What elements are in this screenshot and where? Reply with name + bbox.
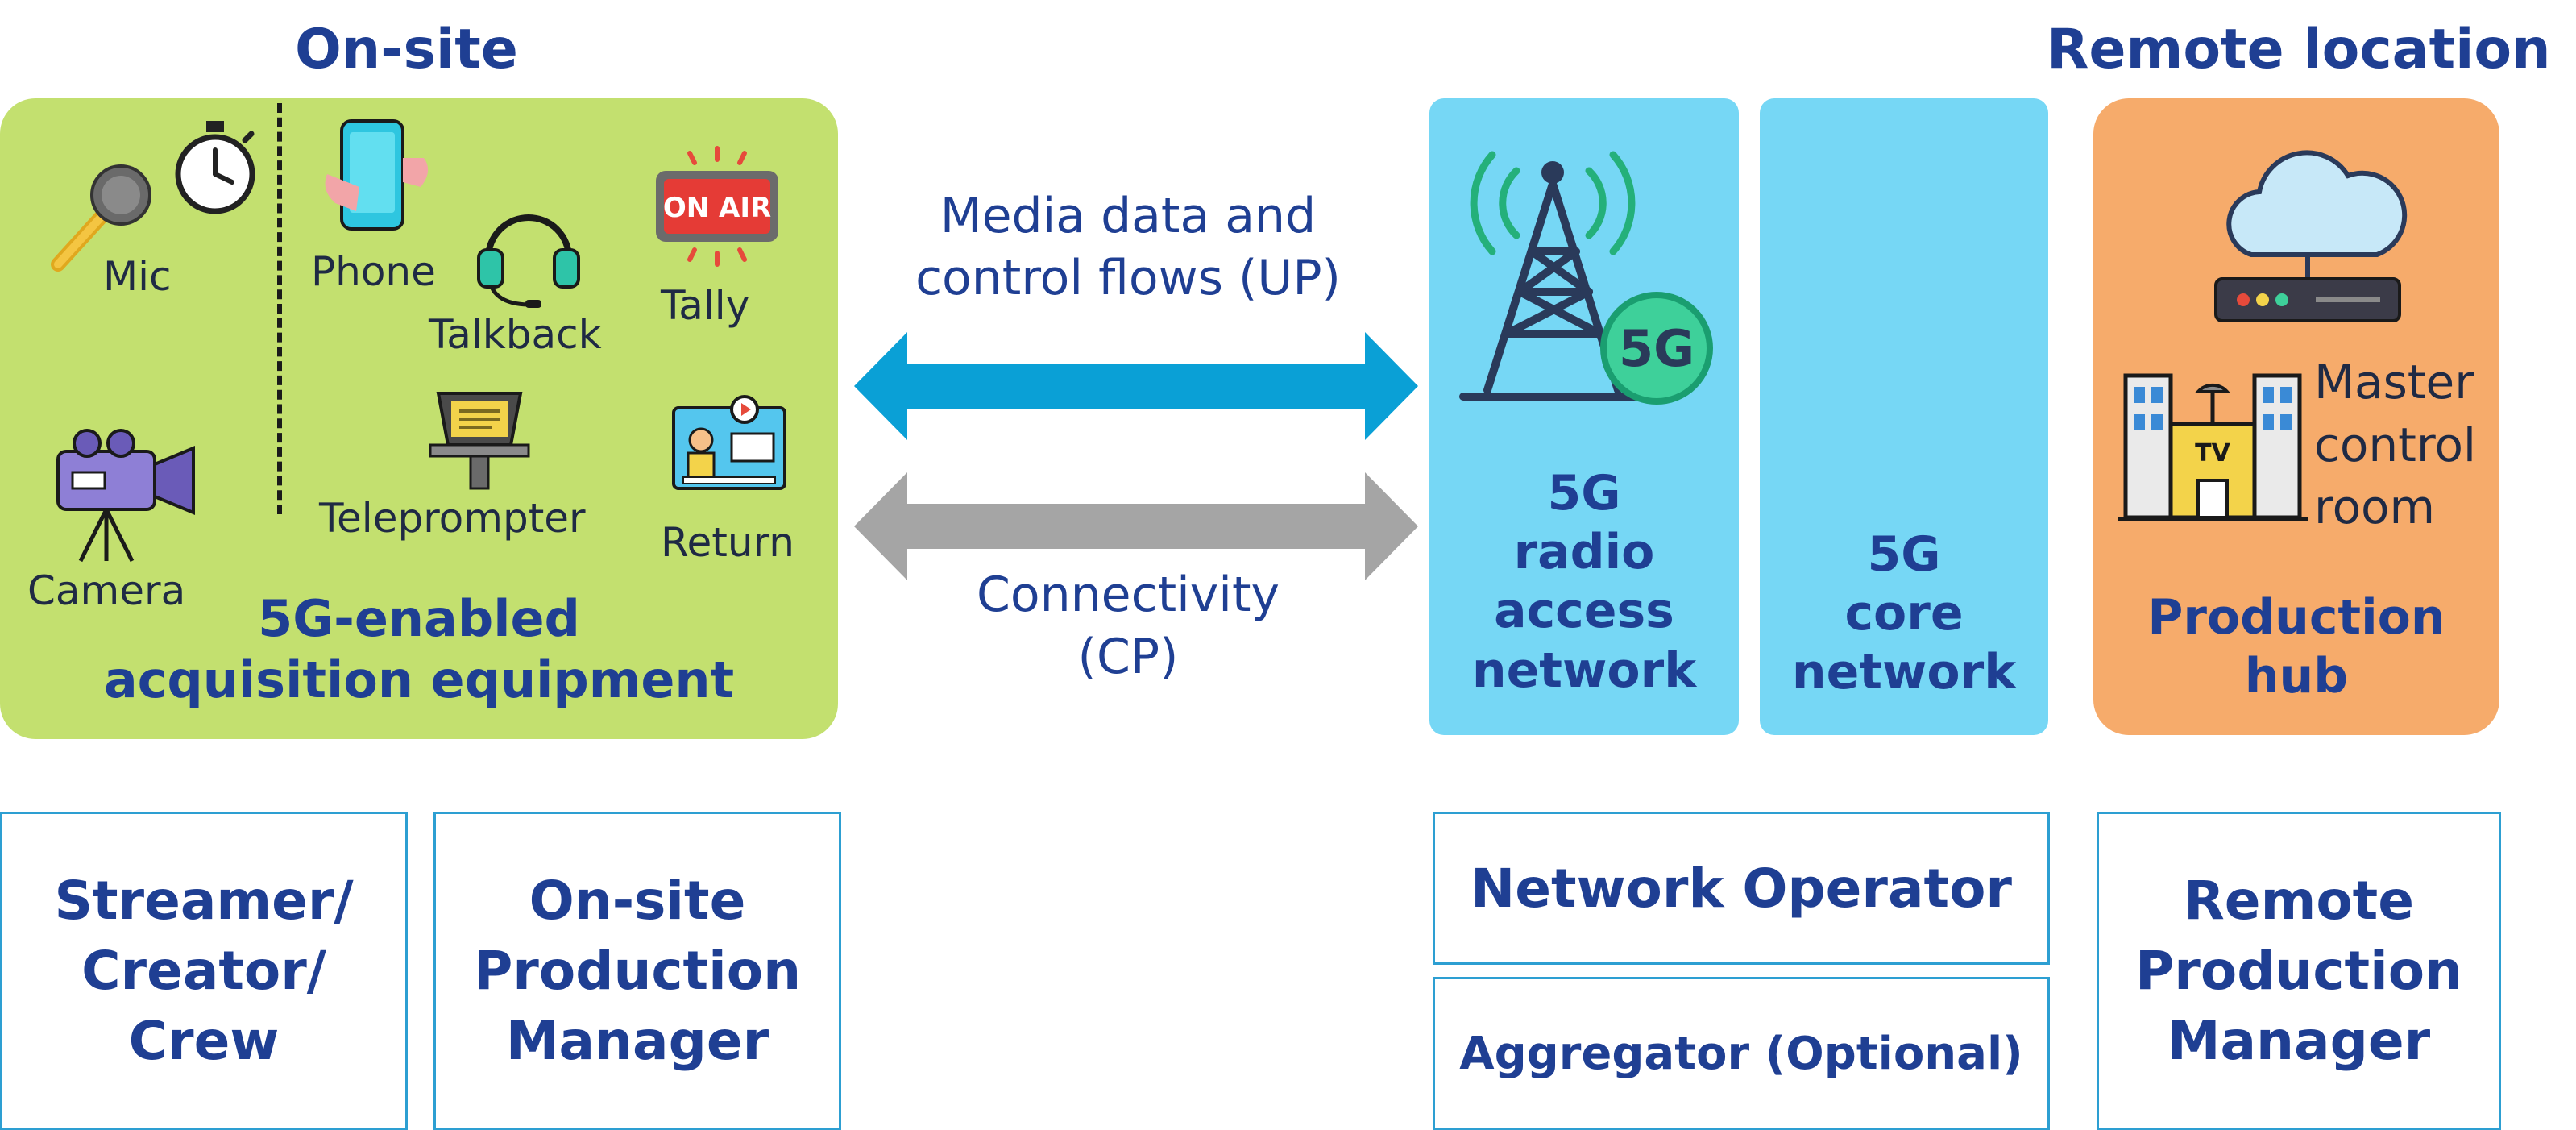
ran-panel (1429, 98, 1739, 735)
onsite-manager-line2: Production (473, 939, 802, 1002)
core-title-line1: 5G (1867, 526, 1941, 583)
equipment-title-line2: acquisition equipment (103, 650, 735, 709)
ran-title-line2: radio (1513, 524, 1655, 581)
equipment-title-line1: 5G-enabled (258, 589, 580, 648)
on-air-text: ON AIR (663, 192, 771, 224)
network-operator-label: Network Operator (1471, 857, 2012, 920)
remote-manager-line1: Remote (2183, 869, 2414, 932)
up-flow-line2: control flows (UP) (915, 249, 1341, 306)
tally-label: Tally (661, 282, 750, 329)
teleprompter-label: Teleprompter (319, 495, 586, 542)
equipment-panel-title: 5G-enabled acquisition equipment (73, 588, 765, 710)
smartphone-icon (325, 119, 429, 231)
core-title-line3: network (1791, 644, 2017, 701)
mcr-line1: Master (2314, 355, 2474, 409)
onsite-manager-line3: Manager (505, 1010, 769, 1073)
master-control-room-label: Master control room (2314, 351, 2476, 539)
talkback-label: Talkback (429, 311, 602, 358)
remote-manager-line2: Production (2134, 939, 2463, 1002)
stopwatch-icon (175, 121, 255, 214)
teleprompter-icon (429, 392, 530, 490)
up-flow-line1: Media data and (940, 188, 1317, 244)
ran-title-line1: 5G (1547, 465, 1621, 521)
role-box-network-operator: Network Operator (1433, 812, 2050, 965)
aggregator-label: Aggregator (Optional) (1459, 1027, 2023, 1080)
ran-title-line4: network (1471, 642, 1697, 699)
video-camera-icon (56, 429, 195, 563)
hub-title-line2: hub (2244, 648, 2349, 705)
role-box-aggregator: Aggregator (Optional) (1433, 977, 2050, 1130)
core-title: 5G core network (1760, 526, 2048, 703)
ran-5g-badge: 5G (1619, 319, 1695, 378)
mic-label: Mic (103, 253, 172, 300)
tv-station-icon: TV (2118, 373, 2308, 521)
up-flow-arrow (854, 332, 1418, 440)
mcr-line3: room (2314, 480, 2436, 535)
streamer-line2: Creator/ (81, 939, 326, 1002)
role-box-onsite-manager: On-site Production Manager (433, 812, 841, 1130)
role-box-remote-manager: Remote Production Manager (2097, 812, 2501, 1130)
phone-label: Phone (311, 248, 436, 295)
cp-flow-line1: Connectivity (977, 567, 1280, 623)
core-panel (1760, 98, 2048, 735)
streamer-line1: Streamer/ (54, 869, 354, 932)
cell-tower-icon: 5G (1459, 151, 1713, 405)
ran-title-line3: access (1494, 583, 1674, 640)
panel-divider (277, 103, 282, 514)
streamer-line3: Crew (128, 1010, 280, 1073)
role-box-streamer: Streamer/ Creator/ Crew (0, 812, 408, 1130)
cp-flow-arrow (854, 472, 1418, 580)
ran-title: 5G radio access network (1429, 464, 1739, 700)
headset-icon (477, 214, 580, 308)
mcr-line2: control (2314, 417, 2477, 472)
return-label: Return (661, 519, 794, 566)
remote-location-heading: Remote location (2047, 18, 2551, 81)
camera-label: Camera (27, 567, 186, 614)
remote-manager-line3: Manager (2167, 1010, 2431, 1073)
onsite-heading: On-site (295, 18, 518, 81)
core-title-line2: core (1844, 585, 1964, 642)
tv-sign-text: TV (2195, 439, 2230, 467)
production-hub-title: Production hub (2093, 588, 2499, 706)
cp-flow-label: Connectivity (CP) (894, 564, 1362, 688)
cp-flow-line2: (CP) (1077, 628, 1179, 685)
return-monitor-icon (672, 395, 786, 490)
cloud-server-icon (2214, 150, 2408, 322)
hub-title-line1: Production (2147, 589, 2445, 646)
onsite-manager-line1: On-site (529, 869, 746, 932)
on-air-sign-icon: ON AIR (656, 146, 778, 267)
up-flow-label: Media data and control flows (UP) (894, 185, 1362, 310)
microphone-icon (51, 164, 151, 272)
